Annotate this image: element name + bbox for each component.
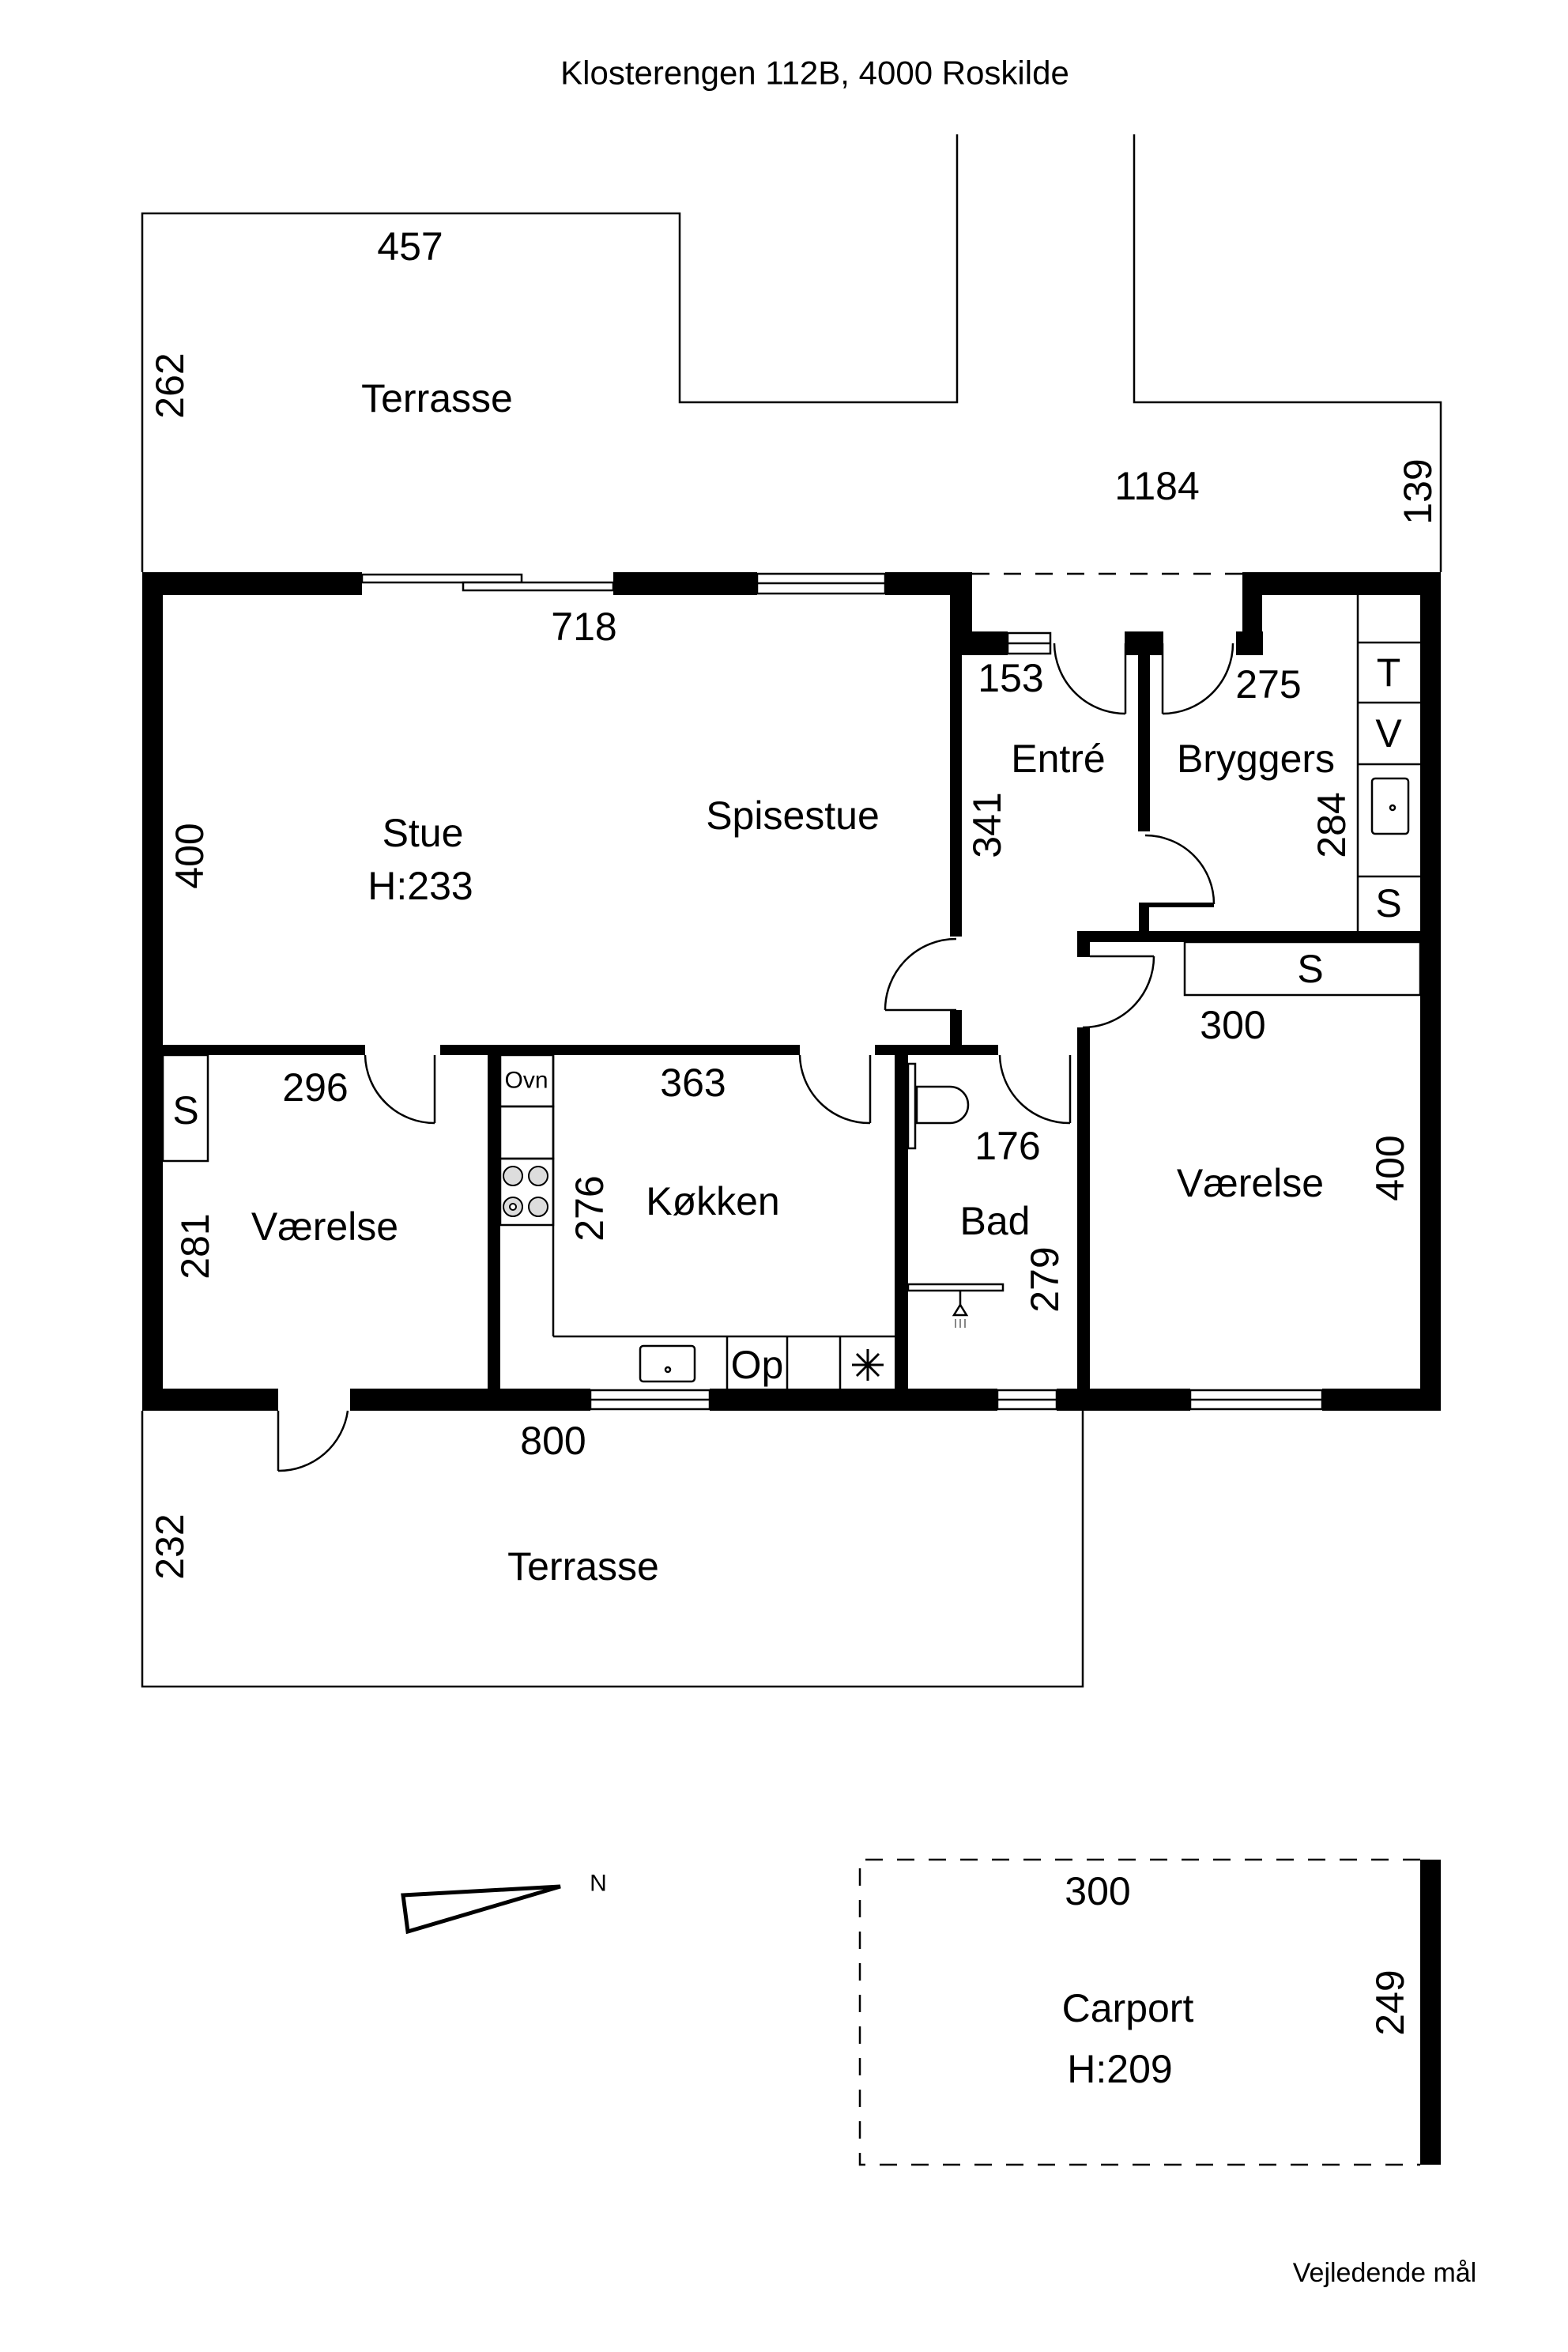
toilet-icon bbox=[906, 1062, 970, 1150]
dim-stue-depth: 400 bbox=[168, 823, 212, 888]
closet-vaerelse-right bbox=[1183, 940, 1422, 997]
dim-vaerelse-left-width: 296 bbox=[282, 1065, 348, 1110]
interior-walls bbox=[163, 572, 1441, 1411]
exterior-walls bbox=[142, 572, 1441, 1411]
sliding-door[interactable] bbox=[360, 573, 615, 592]
windows bbox=[589, 572, 1324, 1411]
dim-terrace-bottom-depth: 232 bbox=[148, 1513, 192, 1579]
room-label-terrace-bottom: Terrasse bbox=[507, 1544, 659, 1589]
dim-carport-depth: 249 bbox=[1368, 1969, 1412, 2035]
door-kokken[interactable] bbox=[798, 1054, 872, 1125]
dim-terrace-bottom-width: 800 bbox=[520, 1419, 586, 1463]
fixture-washer: V bbox=[1375, 711, 1402, 756]
dim-terrace-top-width: 457 bbox=[377, 224, 443, 269]
dim-bad-width: 176 bbox=[974, 1124, 1040, 1168]
dim-terrace-right-depth: 139 bbox=[1396, 458, 1440, 524]
freezer-star-icon bbox=[852, 1349, 884, 1381]
dim-entre-depth: 341 bbox=[965, 792, 1009, 858]
carport-wall bbox=[1420, 1860, 1441, 2165]
door-vaerelse-left[interactable] bbox=[364, 1054, 436, 1125]
shower-icon bbox=[906, 1283, 1004, 1328]
door-stue-entre[interactable] bbox=[884, 937, 957, 1012]
carport-outline bbox=[858, 1858, 1420, 2166]
oven-label: Ovn bbox=[504, 1068, 548, 1094]
closet-vaerelse-left bbox=[161, 1054, 209, 1163]
door-entre-front[interactable] bbox=[1053, 643, 1127, 715]
room-height-carport: H:209 bbox=[1067, 2047, 1172, 2091]
dim-vaerelse-left-depth: 281 bbox=[173, 1213, 217, 1279]
door-terrace-exit[interactable] bbox=[277, 1410, 349, 1472]
room-height-stue: H:233 bbox=[368, 864, 473, 908]
door-bryggers-entre[interactable] bbox=[1144, 834, 1216, 905]
dim-kokken-depth: 276 bbox=[567, 1175, 612, 1241]
door-bad[interactable] bbox=[998, 1054, 1072, 1125]
door-bryggers-front[interactable] bbox=[1161, 643, 1234, 715]
dim-entre-width: 153 bbox=[978, 656, 1043, 700]
room-label-vaerelse-left: Værelse bbox=[251, 1204, 398, 1249]
fixture-tumbler: T bbox=[1377, 650, 1401, 695]
kitchen-counter bbox=[499, 1054, 895, 1389]
dim-terrace-top-depth: 262 bbox=[148, 352, 192, 418]
dim-bryggers-depth: 284 bbox=[1310, 792, 1354, 858]
room-label-bryggers: Bryggers bbox=[1177, 737, 1335, 781]
terrace-top-outline bbox=[141, 134, 1442, 572]
dim-terrace-total-width: 1184 bbox=[1114, 464, 1200, 508]
closet-label: S bbox=[1297, 947, 1323, 991]
dim-bad-depth: 279 bbox=[1023, 1246, 1067, 1312]
terrace-bottom-outline bbox=[141, 1411, 1084, 1688]
stove-icon bbox=[503, 1166, 548, 1217]
bryggers-cabinets bbox=[1356, 595, 1420, 931]
sink-icon bbox=[1370, 777, 1410, 835]
room-label-carport: Carport bbox=[1062, 1986, 1194, 2030]
room-label-entre: Entré bbox=[1011, 737, 1106, 781]
room-label-stue: Stue bbox=[383, 811, 464, 855]
closet-label: S bbox=[172, 1088, 198, 1133]
dim-stue-width: 718 bbox=[551, 605, 616, 649]
room-label-kokken: Køkken bbox=[646, 1179, 780, 1223]
door-vaerelse-right[interactable] bbox=[1082, 955, 1155, 1029]
room-label-spisestue: Spisestue bbox=[706, 793, 880, 838]
dim-carport-width: 300 bbox=[1065, 1869, 1130, 1913]
dim-vaerelse-right-width: 300 bbox=[1200, 1003, 1265, 1047]
footer-note: Vejledende mål bbox=[1293, 2258, 1477, 2288]
room-label-bad: Bad bbox=[960, 1199, 1031, 1243]
dim-vaerelse-right-depth: 400 bbox=[1368, 1135, 1412, 1200]
dim-kokken-width: 363 bbox=[660, 1061, 726, 1105]
fixture-cabinet: S bbox=[1375, 881, 1401, 925]
compass-north-label: N bbox=[590, 1871, 607, 1897]
dim-bryggers-width: 275 bbox=[1235, 662, 1301, 707]
address-title: Klosterengen 112B, 4000 Roskilde bbox=[560, 55, 1069, 92]
kitchen-sink-icon bbox=[639, 1344, 696, 1383]
room-label-terrace-top: Terrasse bbox=[361, 376, 513, 420]
dishwasher-label: Op bbox=[731, 1343, 784, 1387]
room-label-vaerelse-right: Værelse bbox=[1177, 1161, 1324, 1205]
north-arrow-icon bbox=[401, 1884, 561, 1935]
